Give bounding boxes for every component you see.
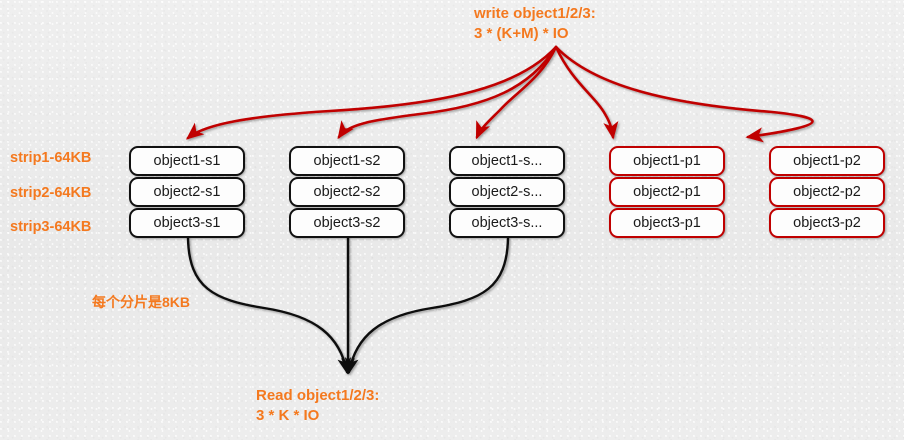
- chunk-object3-p1[interactable]: object3-p1: [609, 208, 725, 238]
- chunk-object3-s-more[interactable]: object3-s...: [449, 208, 565, 238]
- chunk-object2-p1[interactable]: object2-p1: [609, 177, 725, 207]
- write-arrow-to-col1: [185, 45, 558, 140]
- chunk-object1-s1[interactable]: object1-s1: [129, 146, 245, 176]
- write-annotation: write object1/2/3: 3 * (K+M) * IO: [474, 5, 596, 42]
- strip-label-2: strip2-64KB: [10, 185, 92, 201]
- chunk-object2-s-more[interactable]: object2-s...: [449, 177, 565, 207]
- read-annotation: Read object1/2/3: 3 * K * IO: [256, 387, 380, 424]
- chunk-object3-s1[interactable]: object3-s1: [129, 208, 245, 238]
- write-arrow-group: [185, 45, 814, 143]
- chunk-object2-p2[interactable]: object2-p2: [769, 177, 885, 207]
- read-arrow-group: [186, 236, 510, 375]
- write-arrow-to-col4: [554, 45, 619, 140]
- chunk-object3-s2[interactable]: object3-s2: [289, 208, 405, 238]
- chunk-object1-p1[interactable]: object1-p1: [609, 146, 725, 176]
- strip-label-3: strip3-64KB: [10, 219, 92, 235]
- write-arrow-to-col3: [475, 45, 558, 140]
- strip-label-1: strip1-64KB: [10, 150, 92, 166]
- chunk-object1-p2[interactable]: object1-p2: [769, 146, 885, 176]
- read-arrow-from-col1: [186, 236, 352, 375]
- write-arrow-to-col2: [337, 45, 558, 140]
- read-arrow-from-col3: [344, 236, 510, 375]
- shard-size-annotation: 每个分片是8KB: [92, 294, 191, 310]
- chunk-object2-s1[interactable]: object2-s1: [129, 177, 245, 207]
- write-arrow-to-col5: [554, 45, 814, 143]
- chunk-object1-s2[interactable]: object1-s2: [289, 146, 405, 176]
- chunk-object2-s2[interactable]: object2-s2: [289, 177, 405, 207]
- chunk-object1-s-more[interactable]: object1-s...: [449, 146, 565, 176]
- chunk-object3-p2[interactable]: object3-p2: [769, 208, 885, 238]
